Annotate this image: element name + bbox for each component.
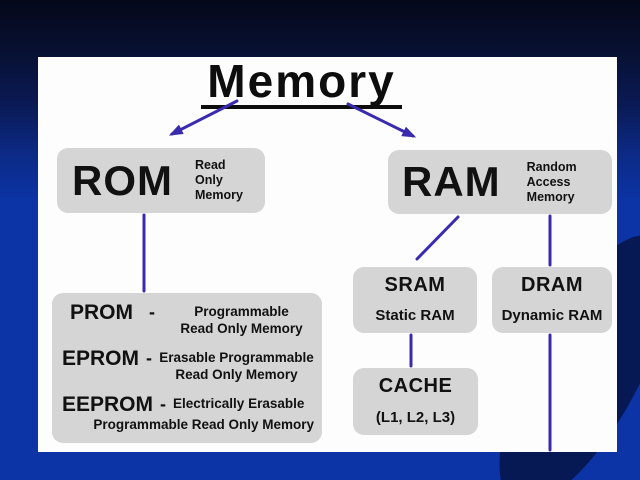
rom-expansion-line3: Memory bbox=[195, 188, 243, 202]
prom-term: PROM bbox=[70, 301, 133, 324]
title-container: Memory bbox=[12, 58, 591, 109]
eeprom-term: EEPROM bbox=[62, 393, 154, 416]
node-dram: DRAM Dynamic RAM bbox=[492, 267, 612, 333]
eprom-term: EPROM bbox=[62, 347, 140, 370]
sram-label: SRAM bbox=[384, 274, 446, 296]
node-ram: RAM Random Access Memory bbox=[388, 150, 612, 214]
eeprom-definition-line1: Electrically Erasable bbox=[173, 396, 305, 411]
dram-expansion: Dynamic RAM bbox=[501, 307, 603, 324]
prom-definition-line2: Read Only Memory bbox=[180, 321, 303, 336]
eprom-definition: Erasable Programmable Read Only Memory bbox=[159, 349, 314, 383]
eprom-row: EPROM - Erasable Programmable Read Only … bbox=[62, 348, 314, 383]
prom-definition: Programmable Read Only Memory bbox=[169, 303, 314, 337]
rom-expansion: Read Only Memory bbox=[195, 158, 243, 203]
eprom-definition-line1: Erasable Programmable bbox=[159, 350, 314, 365]
sram-expansion: Static RAM bbox=[375, 307, 455, 324]
node-cache: CACHE (L1, L2, L3) bbox=[353, 368, 478, 435]
eprom-dash: - bbox=[146, 348, 153, 368]
cache-label: CACHE bbox=[378, 375, 453, 397]
eeprom-row: EEPROM - Electrically Erasable Programma… bbox=[62, 394, 314, 433]
ram-expansion-line2: Access bbox=[526, 174, 571, 189]
ram-label: RAM bbox=[402, 158, 501, 205]
rom-expansion-line1: Read bbox=[195, 158, 226, 172]
rom-expansion-line2: Only bbox=[195, 173, 223, 187]
ram-expansion: Random Access Memory bbox=[527, 160, 577, 205]
page-title: Memory bbox=[201, 58, 402, 109]
prom-dash: - bbox=[149, 302, 155, 322]
eprom-definition-line2: Read Only Memory bbox=[175, 367, 298, 382]
rom-label: ROM bbox=[72, 156, 173, 204]
node-rom-types: PROM - Programmable Read Only Memory EPR… bbox=[52, 293, 322, 443]
cache-levels: (L1, L2, L3) bbox=[375, 409, 456, 426]
ram-expansion-line1: Random bbox=[526, 159, 577, 174]
node-rom: ROM Read Only Memory bbox=[57, 148, 265, 213]
prom-definition-line1: Programmable bbox=[194, 304, 289, 319]
node-sram: SRAM Static RAM bbox=[353, 267, 477, 333]
prom-row: PROM - Programmable Read Only Memory bbox=[62, 302, 314, 337]
eeprom-definition-line2: Programmable Read Only Memory bbox=[93, 417, 314, 432]
dram-label: DRAM bbox=[521, 274, 583, 296]
eeprom-dash: - bbox=[160, 394, 167, 414]
ram-expansion-line3: Memory bbox=[526, 189, 575, 204]
